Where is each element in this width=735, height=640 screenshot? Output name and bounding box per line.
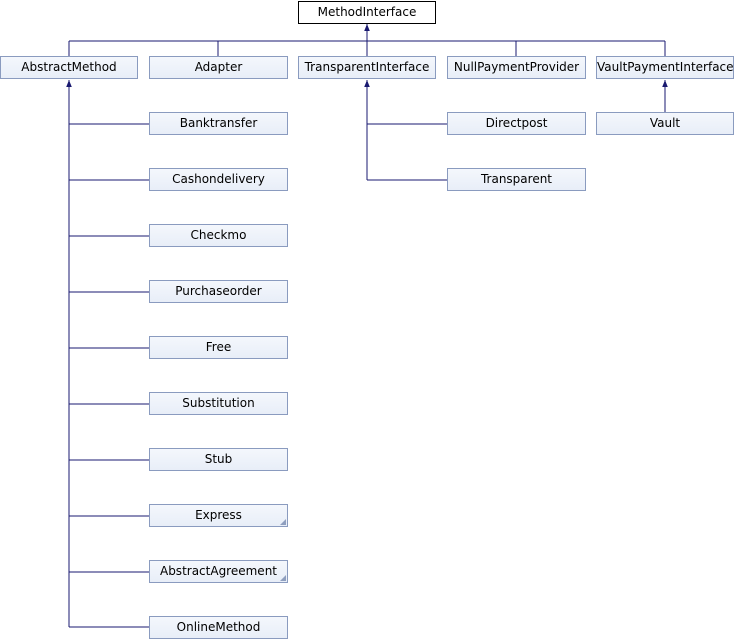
- node-vault-payment-interface[interactable]: VaultPaymentInterface: [596, 56, 734, 79]
- more-subclasses-icon: [280, 519, 286, 525]
- node-adapter[interactable]: Adapter: [149, 56, 288, 79]
- node-transparent-interface[interactable]: TransparentInterface: [298, 56, 436, 79]
- node-abstract-agreement[interactable]: AbstractAgreement: [149, 560, 288, 583]
- node-directpost[interactable]: Directpost: [447, 112, 586, 135]
- node-null-payment-provider[interactable]: NullPaymentProvider: [447, 56, 586, 79]
- node-cashondelivery[interactable]: Cashondelivery: [149, 168, 288, 191]
- more-subclasses-icon: [280, 575, 286, 581]
- node-abstract-agreement-label: AbstractAgreement: [159, 564, 278, 578]
- node-stub[interactable]: Stub: [149, 448, 288, 471]
- node-free[interactable]: Free: [149, 336, 288, 359]
- node-substitution[interactable]: Substitution: [149, 392, 288, 415]
- node-checkmo[interactable]: Checkmo: [149, 224, 288, 247]
- node-abstract-method[interactable]: AbstractMethod: [0, 56, 138, 79]
- node-vault[interactable]: Vault: [596, 112, 734, 135]
- node-transparent[interactable]: Transparent: [447, 168, 586, 191]
- node-banktransfer[interactable]: Banktransfer: [149, 112, 288, 135]
- node-express[interactable]: Express: [149, 504, 288, 527]
- node-express-label: Express: [195, 508, 242, 522]
- node-method-interface: MethodInterface: [298, 1, 436, 24]
- node-purchaseorder[interactable]: Purchaseorder: [149, 280, 288, 303]
- node-online-method[interactable]: OnlineMethod: [149, 616, 288, 639]
